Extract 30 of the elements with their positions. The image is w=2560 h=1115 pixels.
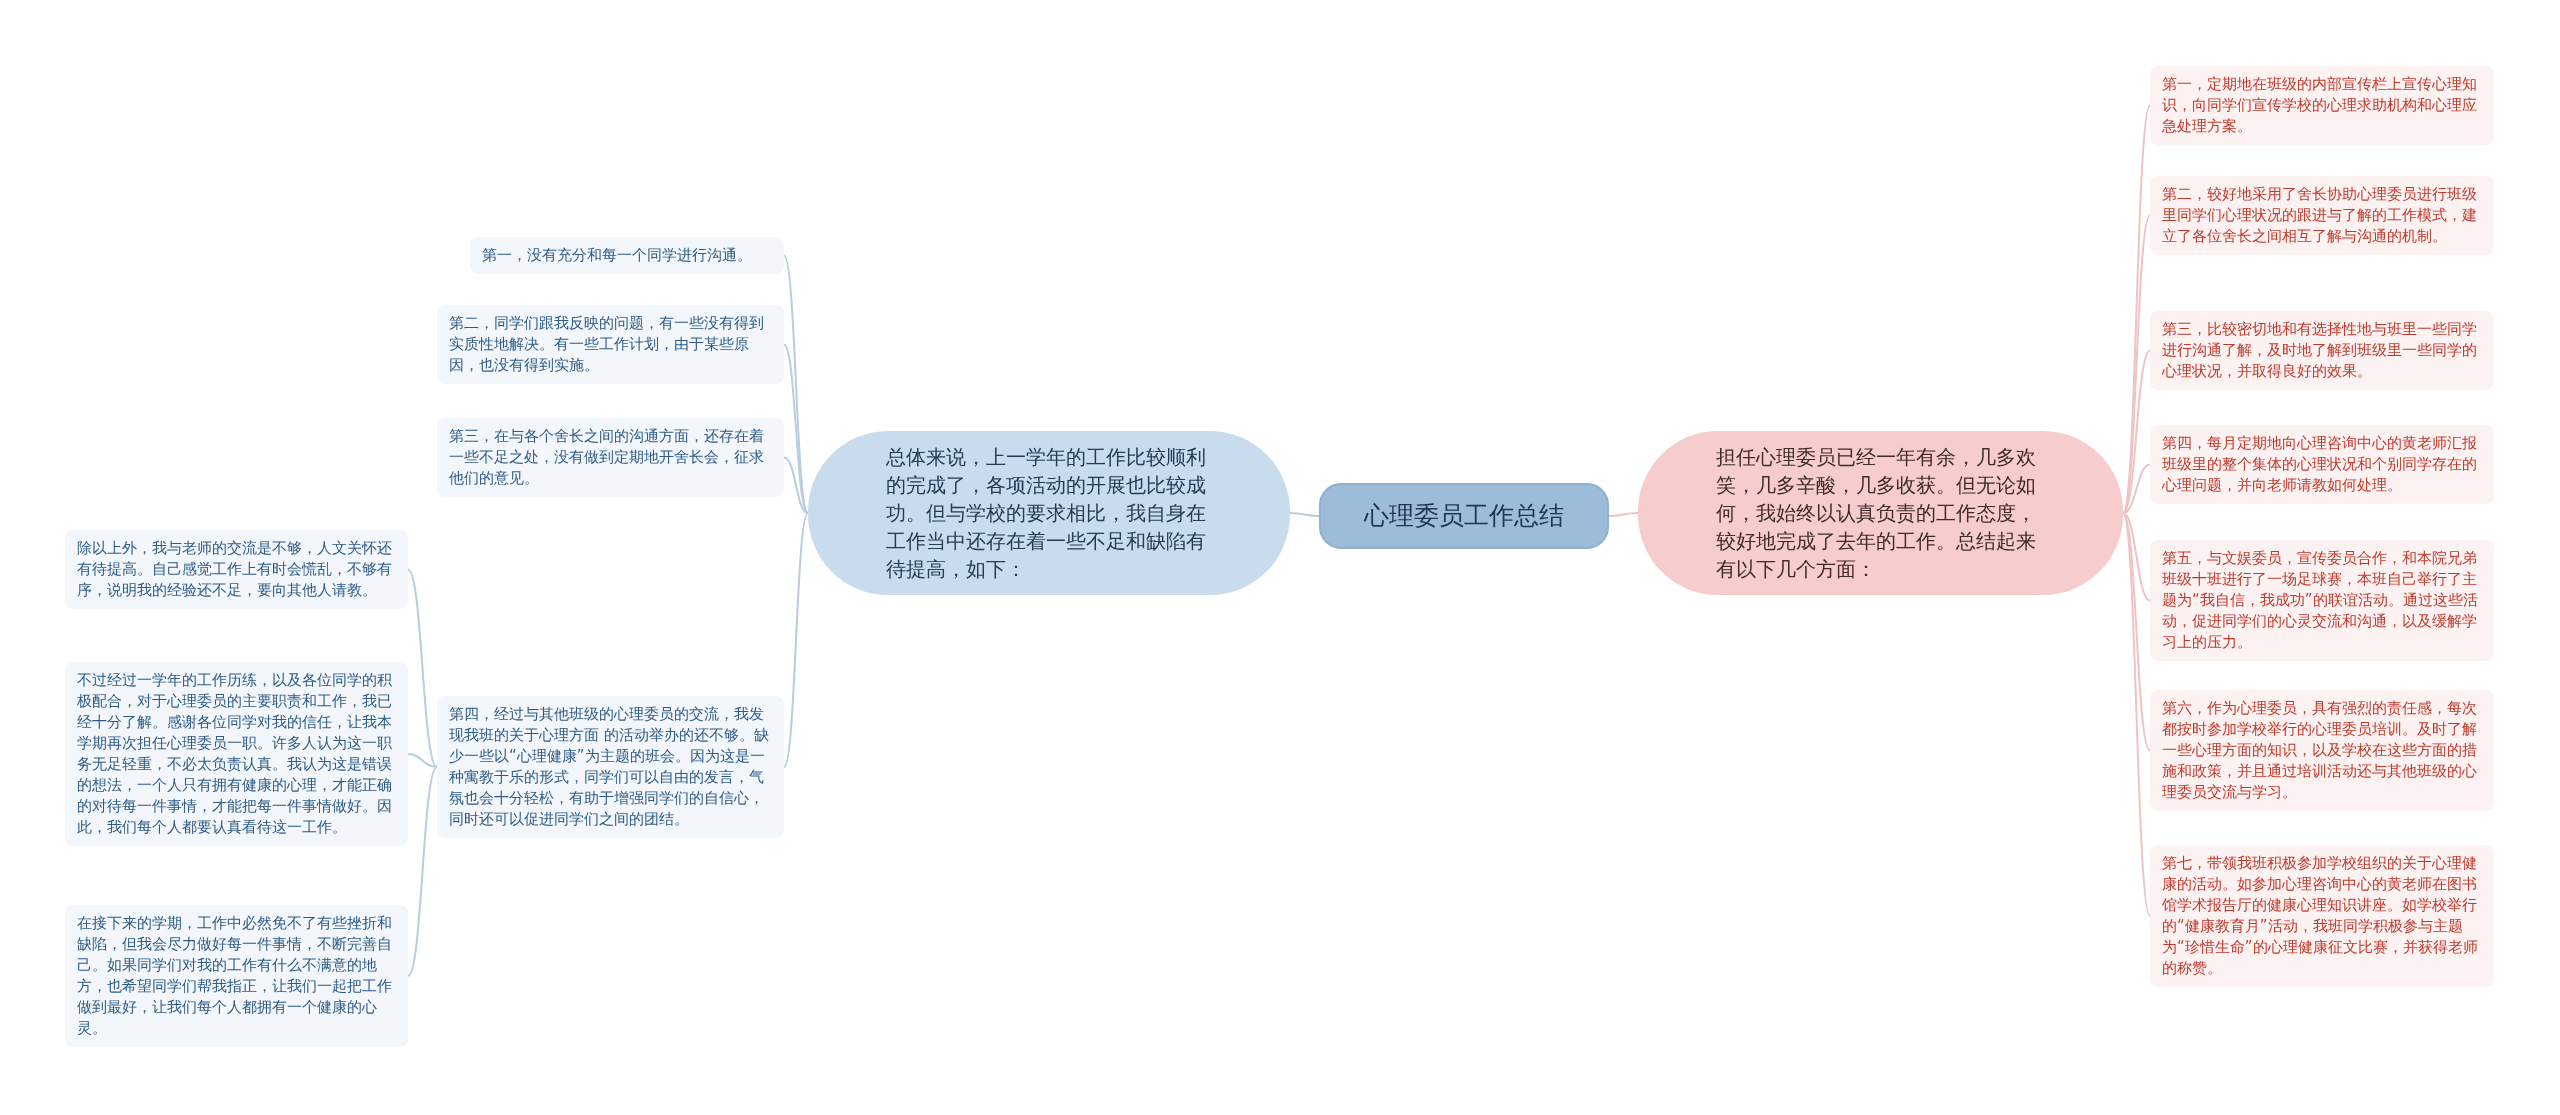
- connector-line: [783, 456, 809, 514]
- connector-line: [1289, 512, 1320, 517]
- subtopic-box: 第一，定期地在班级的内部宣传栏上宣传心理知识，向同学们宣传学校的心理求助机构和心理应急处理方案。: [2150, 66, 2494, 145]
- subtopic-box: 第五，与文娱委员，宣传委员合作，和本院兄弟班级十班进行了一场足球赛，本班自己举行了主题为“我自信，我成功”的联谊活动。通过这些活动，促进同学们的心灵交流和沟通，以及缓解学习上的压力。: [2150, 540, 2494, 661]
- subtopic-box: 第二，较好地采用了舍长协助心理委员进行班级里同学们心理状况的跟进与了解的工作模式，建立了各位舍长之间相互了解与沟通的机制。: [2150, 176, 2494, 255]
- connector-line: [2122, 349, 2151, 514]
- subtopic-box: 第二，同学们跟我反映的问题，有一些没有得到实质性地解决。有一些工作计划，由于某些原因，也没有得到实施。: [437, 305, 784, 384]
- subtopic-box: 第四，经过与其他班级的心理委员的交流，我发现我班的关于心理方面 的活动举办的还不够。缺少一些以“心理健康”为主题的班会。因为这是一种寓教于乐的形式，同学们可以自由的发言，气氛也会十分轻松，有助于增强同学们的自信心，同时还可以促进同学们之间的团结。: [437, 696, 784, 838]
- root-topic-box: 心理委员工作总结: [1319, 483, 1609, 549]
- subtopic-box: 除以上外，我与老师的交流是不够，人文关怀还有待提高。自己感觉工作上有时会慌乱，不够有序，说明我的经验还不足，要向其他人请教。: [65, 530, 408, 609]
- connector-line: [407, 568, 438, 768]
- branch-topic-box: 总体来说，上一学年的工作比较顺利的完成了，各项活动的开展也比较成功。但与学校的要求相比，我自身在工作当中还存在着一些不足和缺陷有待提高，如下：: [808, 431, 1290, 595]
- subtopic-box: 第七，带领我班积极参加学校组织的关于心理健康的活动。如参加心理咨询中心的黄老师在图书馆学术报告厅的健康心理知识讲座。如学校举行的“健康教育月”活动，我班同学积极参与主题为“珍惜生命”的心理健康征文比赛，并获得老师的称赞。: [2150, 845, 2494, 987]
- subtopic-box: 不过经过一学年的工作历练，以及各位同学的积极配合，对于心理委员的主要职责和工作，我已经十分了解。感谢各位同学对我的信任，让我本学期再次担任心理委员一职。许多人认为这一职务无足轻重，不必太负责认真。我认为这是错误的想法，一个人只有拥有健康的心理，才能正确的对待每一件事情，才能把每一件事情做好。因此，我们每个人都要认真看待这一工作。: [65, 662, 408, 846]
- connector-line: [2122, 463, 2151, 514]
- connector-line: [407, 766, 438, 977]
- subtopic-box: 第一，没有充分和每一个同学进行沟通。: [470, 237, 784, 274]
- branch-topic-box: 担任心理委员已经一年有余，几多欢笑，几多辛酸，几多收获。但无论如何，我始终以认真负责的工作态度，较好地完成了去年的工作。总结起来有以下几个方面：: [1638, 431, 2123, 595]
- connector-line: [783, 343, 809, 514]
- subtopic-box: 第三，比较密切地和有选择性地与班里一些同学进行沟通了解，及时地了解到班级里一些同学的心理状况，并取得良好的效果。: [2150, 311, 2494, 390]
- subtopic-box: 第三，在与各个舍长之间的沟通方面，还存在着一些不足之处，没有做到定期地开舍长会，征求他们的意见。: [437, 418, 784, 497]
- connector-line: [2122, 512, 2151, 752]
- connector-line: [783, 512, 809, 768]
- subtopic-box: 第六，作为心理委员，具有强烈的责任感，每次都按时参加学校举行的心理委员培训。及时了解一些心理方面的知识，以及学校在这些方面的措施和政策，并且通过培训活动还与其他班级的心理委员交流与学习。: [2150, 690, 2494, 811]
- subtopic-box: 第四，每月定期地向心理咨询中心的黄老师汇报班级里的整个集体的心理状况和个别同学存在的心理问题，并向老师请教如何处理。: [2150, 425, 2494, 504]
- subtopic-box: 在接下来的学期，工作中必然免不了有些挫折和缺陷，但我会尽力做好每一件事情，不断完善自己。如果同学们对我的工作有什么不满意的地方，也希望同学们帮我指正，让我们一起把工作做到最好，让我们每个人都拥有一个健康的心灵。: [65, 905, 408, 1047]
- connector-line: [407, 753, 438, 768]
- connector-line: [1608, 512, 1639, 517]
- connector-line: [2122, 512, 2151, 917]
- connector-line: [2122, 512, 2151, 602]
